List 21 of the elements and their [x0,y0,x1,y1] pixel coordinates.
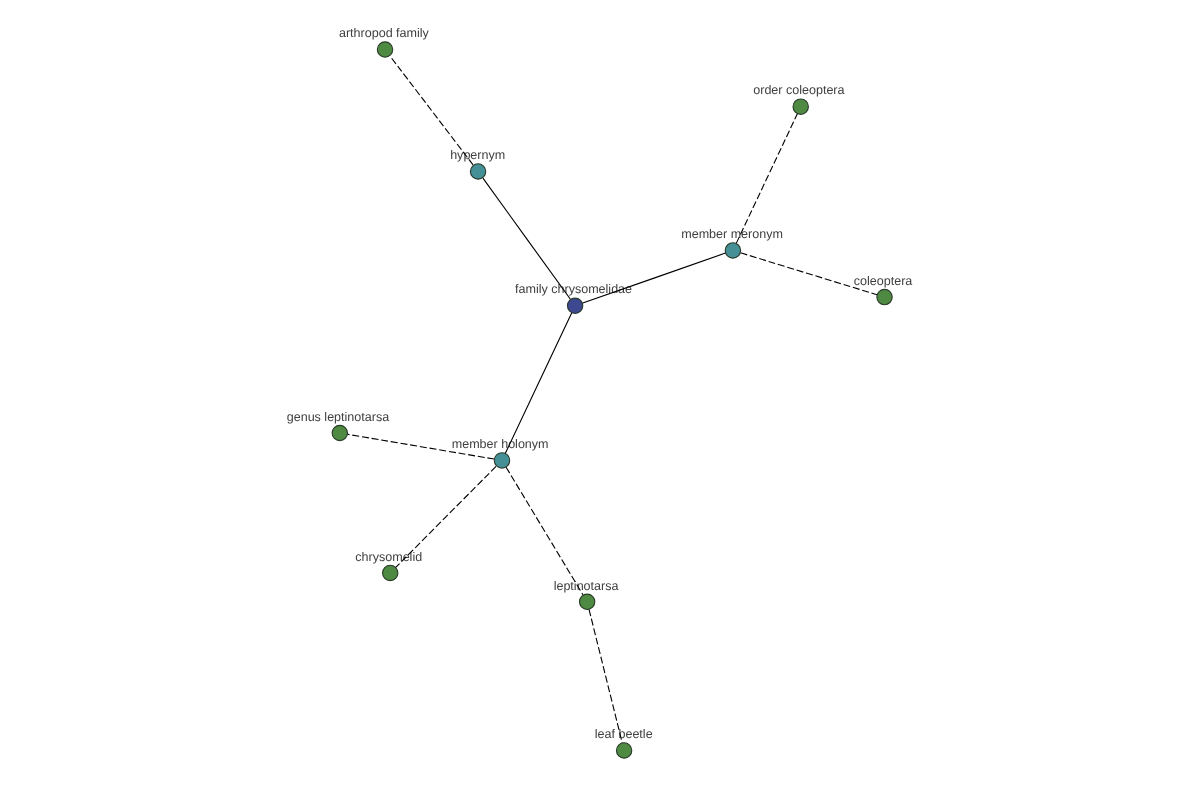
node-circle [468,163,486,180]
connector [481,177,570,300]
node-circle [577,593,595,610]
node-circle [791,98,808,115]
node-circle [565,297,583,314]
node-circle [380,564,398,582]
connector [503,312,572,454]
connector [394,465,496,568]
connector [346,433,494,460]
node-circle [492,452,510,469]
connector [504,466,583,596]
node-circle [723,242,741,259]
node-circle [375,41,393,58]
connector [587,608,622,744]
node-circle [330,424,348,442]
node-circle [875,288,892,306]
connector [734,113,797,244]
node-circle [614,742,632,759]
connector [581,252,725,304]
connector [739,252,877,296]
connector [388,55,473,166]
